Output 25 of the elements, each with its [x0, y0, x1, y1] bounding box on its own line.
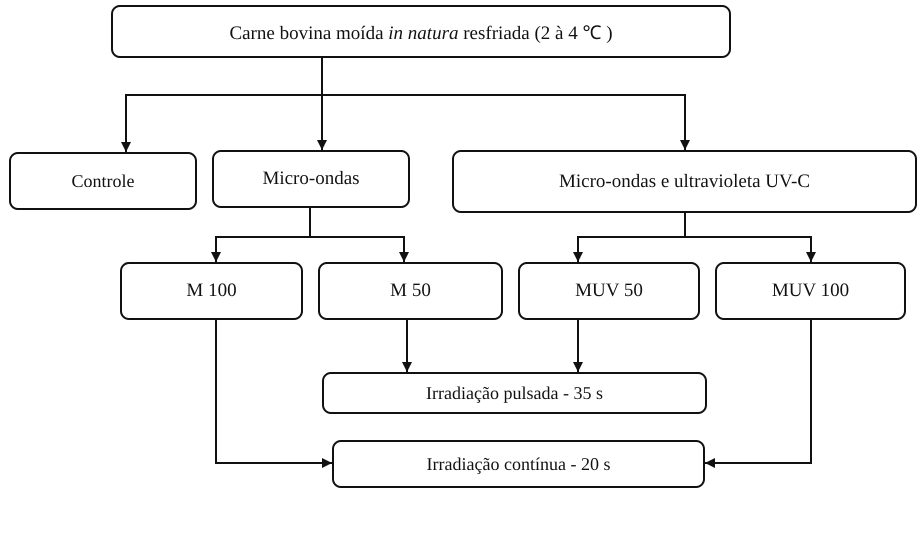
box-label: Carne bovina moída in natura resfriada (2 à 4 ℃ ) — [229, 22, 613, 44]
process-box — [322, 372, 707, 414]
box-label: Controle — [72, 170, 134, 192]
process-box — [9, 152, 197, 210]
box-label: Irradiação pulsada - 35 s — [426, 382, 603, 404]
box-label: Micro-ondas e ultravioleta UV-C — [559, 170, 810, 192]
process-box — [111, 5, 731, 58]
process-box — [332, 440, 705, 488]
box-label: M 100 — [186, 280, 237, 302]
box-label: MUV 50 — [575, 280, 643, 302]
process-box — [715, 262, 906, 320]
process-box — [120, 262, 303, 320]
process-box — [518, 262, 700, 320]
arrow — [402, 320, 412, 372]
arrow — [573, 320, 583, 372]
box-label: Micro-ondas — [262, 168, 360, 190]
box-label: M 50 — [390, 280, 431, 302]
box-label: Irradiação contínua - 20 s — [426, 454, 610, 474]
box-label: MUV 100 — [772, 280, 850, 302]
process-box — [452, 150, 917, 213]
arrow — [215, 320, 332, 468]
process-box — [318, 262, 503, 320]
process-box — [212, 150, 410, 208]
arrow — [684, 213, 816, 262]
arrow — [705, 320, 812, 468]
